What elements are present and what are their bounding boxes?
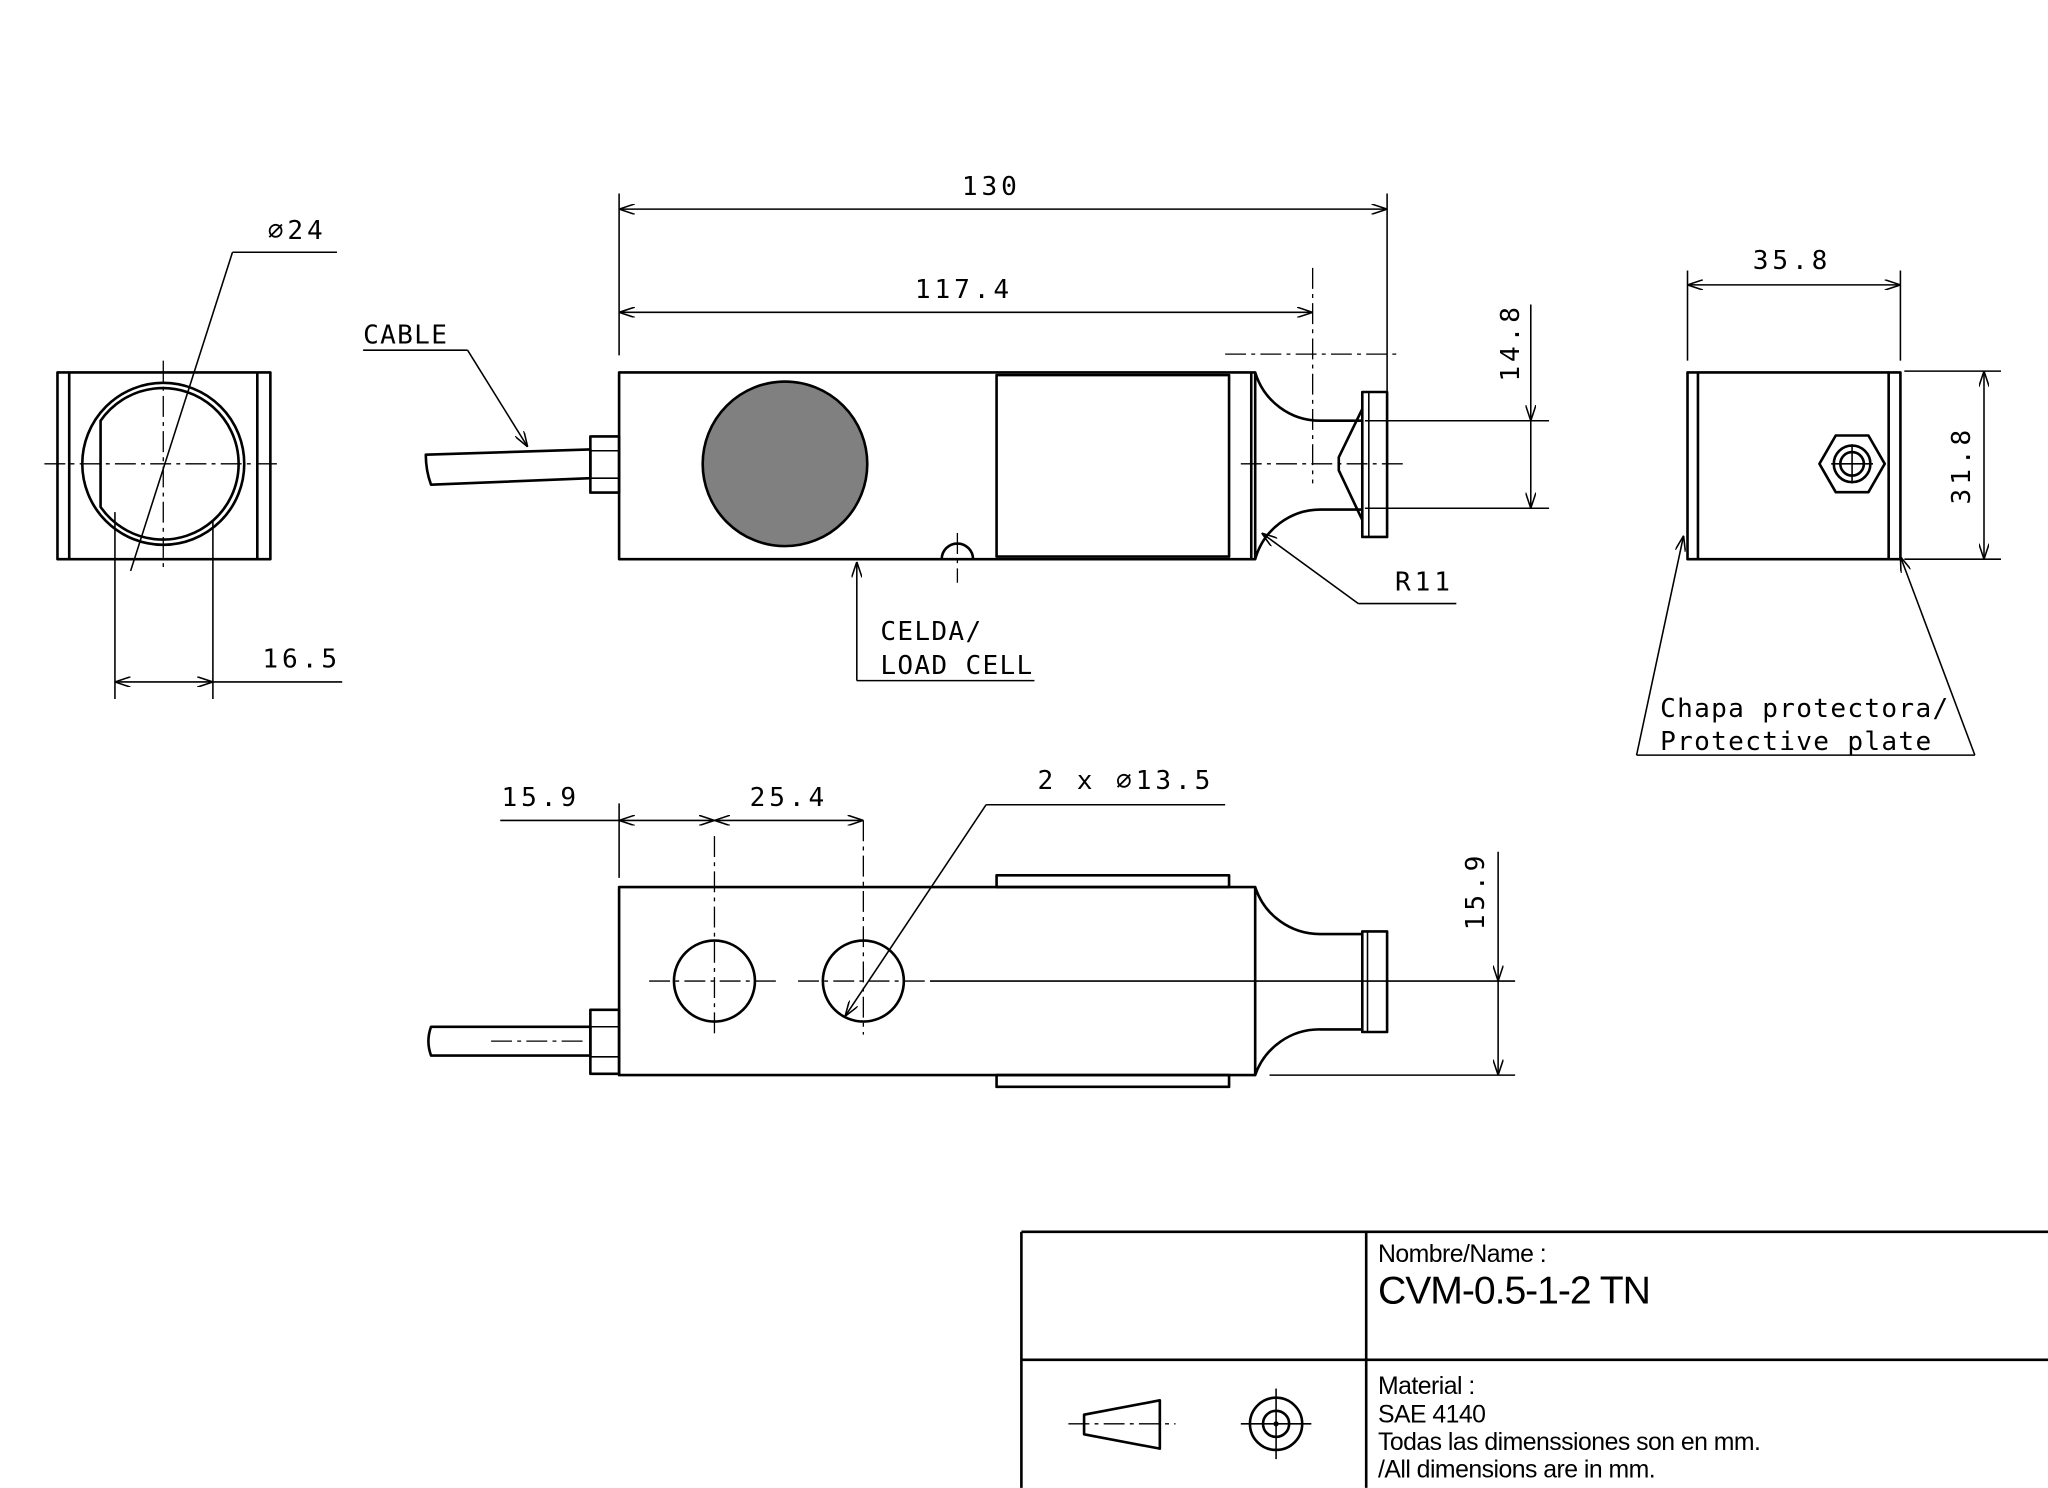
cable-leader	[466, 349, 528, 447]
left-end-flat-bore	[99, 386, 240, 541]
name-value: CVM-0.5-1-2 TN	[1378, 1270, 1650, 1313]
end-width-label: 35.8	[1753, 246, 1832, 276]
radius-label: R11	[1395, 568, 1454, 598]
top-plate-lower	[995, 1073, 1231, 1089]
load-cell-body	[617, 371, 1257, 561]
hex-bolt	[1818, 434, 1887, 494]
cell-label-line1: CELDA/	[880, 617, 982, 647]
title-block: Nombre/Name : CVM-0.5-1-2 TN Material : …	[1020, 1230, 2048, 1488]
material-caption: Material :	[1378, 1373, 1475, 1400]
left-end-view: ∅24 16.5	[44, 216, 343, 699]
label-plate	[995, 373, 1231, 558]
top-cable	[427, 1025, 592, 1057]
units-note-en: /All dimensions are in mm.	[1378, 1456, 1655, 1483]
material-value: SAE 4140	[1378, 1402, 1486, 1429]
units-note-es: Todas las dimenssiones son en mm.	[1378, 1429, 1760, 1456]
top-plate-upper	[995, 873, 1231, 889]
projection-cone	[1082, 1399, 1162, 1450]
holes-leader	[845, 804, 987, 1017]
top-view: 15.9 25.4 2 x ∅13.5 15.9	[427, 766, 1516, 1089]
radius-leader	[1262, 533, 1359, 605]
height-label: 14.8	[1496, 303, 1526, 382]
load-cell-gauge-circle	[701, 380, 869, 548]
cable	[424, 448, 592, 487]
plate-label-line2: Protective plate	[1660, 727, 1932, 757]
length-pin-label: 117.4	[915, 275, 1013, 305]
right-end-view: 35.8 31.8 Chapa protectora/ Protective p…	[1635, 246, 2001, 757]
name-caption: Nombre/Name :	[1378, 1241, 1546, 1268]
flat-width-label: 16.5	[262, 645, 341, 675]
diameter-label: ∅24	[268, 216, 327, 246]
neck-bottom-curve	[1253, 508, 1363, 560]
plate-label-line1: Chapa protectora/	[1660, 694, 1949, 724]
top-height-label: 15.9	[1461, 852, 1491, 931]
right-end-body	[1686, 371, 1902, 561]
cable-label: CABLE	[363, 321, 448, 351]
top-neck-lower	[1253, 1028, 1363, 1076]
side-view: 130 117.4 14.8 R11 CABLE CELDA/ LOAD CEL…	[363, 172, 1550, 682]
holes-label: 2 x ∅13.5	[1038, 766, 1215, 796]
top-neck-upper	[1253, 886, 1363, 936]
neck-top-curve	[1253, 372, 1363, 423]
plate-leader-right	[1900, 557, 1976, 756]
spacing-label: 25.4	[750, 783, 829, 813]
cable-gland-nut	[589, 435, 621, 494]
top-cable-gland-nut	[589, 1008, 621, 1076]
cell-label-line2: LOAD CELL	[880, 651, 1033, 681]
projection-symbol-icon	[1068, 1388, 1312, 1460]
plate-leader-left	[1635, 536, 1684, 756]
diameter-leader	[129, 252, 234, 572]
end-height-label: 31.8	[1947, 426, 1977, 505]
offset-label: 15.9	[501, 783, 580, 813]
length-total-label: 130	[962, 172, 1021, 202]
